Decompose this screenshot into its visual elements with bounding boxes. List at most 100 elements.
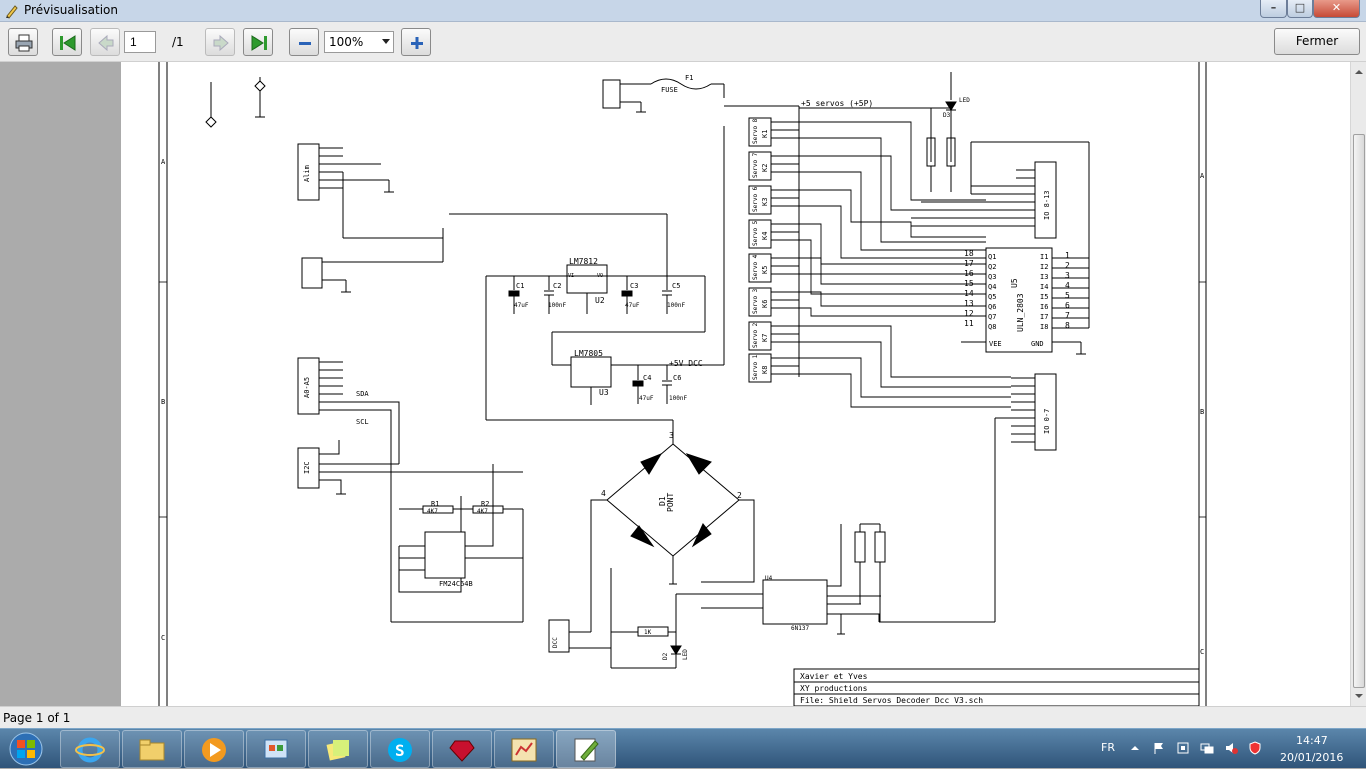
uln-q8: Q8 bbox=[988, 323, 996, 331]
c6-label: C6 bbox=[673, 374, 681, 382]
scrollbar-thumb[interactable] bbox=[1353, 134, 1365, 688]
taskbar-ruby-app[interactable] bbox=[432, 730, 492, 768]
zoom-in-button[interactable] bbox=[401, 28, 431, 56]
optocoupler-6n137: U4 6N137 bbox=[676, 523, 886, 635]
a0-a5-label: A0-A5 bbox=[303, 377, 311, 398]
optocoupler-label: 6N137 bbox=[791, 625, 809, 632]
scroll-up-icon[interactable] bbox=[1353, 66, 1365, 78]
print-button[interactable] bbox=[8, 28, 38, 56]
regulator-lm7805: LM7805 U3 +5V DCC C4 C6 47uF 100nF bbox=[552, 349, 711, 405]
taskbar-sticky-notes[interactable] bbox=[308, 730, 368, 768]
taskbar-skype[interactable]: S bbox=[370, 730, 430, 768]
language-indicator[interactable]: FR bbox=[1101, 741, 1115, 754]
title-block: Xavier et Yves XY productions File: Shie… bbox=[793, 668, 1200, 706]
taskbar-schematic-viewer[interactable] bbox=[494, 730, 554, 768]
c5-label: C5 bbox=[672, 282, 680, 290]
i2c-label: I2C bbox=[303, 461, 311, 474]
uln-out-2: 2 bbox=[1065, 261, 1070, 270]
maximize-button[interactable]: □ bbox=[1287, 0, 1313, 18]
k7-label: K7 bbox=[761, 334, 769, 342]
led-d3-label: LED bbox=[959, 97, 970, 104]
uln-pin-13: 13 bbox=[964, 299, 974, 308]
uln-pin-14: 14 bbox=[964, 289, 974, 298]
zoom-select[interactable]: 100% bbox=[324, 31, 394, 53]
connector-io-8-13: IO 8-13 bbox=[911, 142, 1057, 239]
window-titlebar: Prévisualisation – □ ✕ bbox=[0, 0, 1366, 22]
network-icon[interactable] bbox=[1200, 741, 1214, 755]
printer-icon bbox=[15, 34, 33, 52]
led-d2-label: LED bbox=[682, 649, 689, 660]
last-page-button[interactable] bbox=[243, 28, 273, 56]
uln-gnd-label: GND bbox=[1031, 340, 1044, 348]
d1-label: D1 bbox=[658, 496, 667, 506]
previous-page-button[interactable] bbox=[90, 28, 120, 56]
clock-time[interactable]: 14:47 bbox=[1296, 734, 1328, 747]
taskbar-control-panel[interactable] bbox=[246, 730, 306, 768]
action-center-flag-icon[interactable] bbox=[1152, 741, 1166, 755]
next-page-button[interactable] bbox=[205, 28, 235, 56]
eeprom-fm24c64b: R1 R2 4K7 4K7 FM24C64B bbox=[398, 464, 524, 622]
zoom-out-button[interactable] bbox=[289, 28, 319, 56]
r2-value: 4K7 bbox=[477, 508, 488, 515]
security-icon[interactable] bbox=[1248, 741, 1262, 755]
uln-i8: I8 bbox=[1040, 323, 1048, 331]
fuse-label: FUSE bbox=[661, 86, 678, 94]
k6-label: K6 bbox=[761, 300, 769, 308]
k2-label: K2 bbox=[761, 164, 769, 172]
servo-8-label: Servo 8 bbox=[752, 118, 759, 144]
sda-label: SDA bbox=[356, 390, 369, 398]
window-close-button[interactable]: ✕ bbox=[1313, 0, 1360, 18]
title-authors: Xavier et Yves bbox=[800, 672, 868, 681]
uln-i2: I2 bbox=[1040, 263, 1048, 271]
uln-out-6: 6 bbox=[1065, 301, 1070, 310]
c5-value: 100nF bbox=[667, 302, 685, 309]
uln-out-3: 3 bbox=[1065, 271, 1070, 280]
c3-value: 47uF bbox=[625, 302, 640, 309]
start-button[interactable] bbox=[4, 731, 48, 767]
fuse-f1: F1 FUSE bbox=[602, 74, 725, 366]
chevron-down-icon bbox=[382, 39, 390, 44]
uln-pin-15: 15 bbox=[964, 279, 974, 288]
taskbar-media-player[interactable] bbox=[184, 730, 244, 768]
device-icon[interactable] bbox=[1176, 741, 1190, 755]
volume-muted-icon[interactable] bbox=[1224, 741, 1238, 755]
bridge-pin-4: 4 bbox=[601, 489, 606, 498]
uln2803-label: ULN_2803 bbox=[1016, 293, 1025, 332]
u2-label: U2 bbox=[595, 296, 605, 305]
uln-out-4: 4 bbox=[1065, 281, 1070, 290]
schematic-viewer-icon bbox=[511, 738, 537, 762]
close-icon: ✕ bbox=[1331, 1, 1342, 14]
fermer-button[interactable]: Fermer bbox=[1274, 28, 1360, 55]
uln-out-5: 5 bbox=[1065, 291, 1070, 300]
taskbar-preview-app[interactable] bbox=[556, 730, 616, 768]
preview-viewport[interactable]: A B C A B C Xavier et Yves XY production… bbox=[0, 62, 1366, 706]
page-total: /1 bbox=[172, 35, 184, 49]
servo-3-label: Servo 3 bbox=[752, 288, 759, 314]
servo-4-label: Servo 4 bbox=[752, 254, 759, 280]
power-flags bbox=[205, 77, 266, 128]
toolbar: /1 100% Fermer bbox=[0, 22, 1366, 62]
dcc-label: DCC bbox=[552, 637, 559, 648]
first-page-button[interactable] bbox=[52, 28, 82, 56]
uln-q4: Q4 bbox=[988, 283, 996, 291]
arrow-right-icon bbox=[213, 34, 229, 52]
show-hidden-icons-icon[interactable] bbox=[1128, 741, 1142, 755]
uln-out-7: 7 bbox=[1065, 311, 1070, 320]
taskbar-file-explorer[interactable] bbox=[122, 730, 182, 768]
k5-label: K5 bbox=[761, 266, 769, 274]
c4-label: C4 bbox=[643, 374, 651, 382]
k8-label: K8 bbox=[761, 366, 769, 374]
alim-label: Alim bbox=[303, 165, 311, 182]
uln-q5: Q5 bbox=[988, 293, 996, 301]
row-label-c-right: C bbox=[1200, 648, 1204, 656]
scroll-down-icon[interactable] bbox=[1353, 690, 1365, 702]
minimize-button[interactable]: – bbox=[1260, 0, 1287, 18]
page-number-input[interactable] bbox=[124, 31, 156, 53]
uln-i1: I1 bbox=[1040, 253, 1048, 261]
c4-value: 47uF bbox=[639, 395, 654, 402]
taskbar-internet-explorer[interactable] bbox=[60, 730, 120, 768]
zoom-value: 100% bbox=[329, 35, 364, 49]
clock-date[interactable]: 20/01/2016 bbox=[1280, 751, 1344, 764]
servo-2-label: Servo 2 bbox=[752, 322, 759, 348]
vertical-scrollbar[interactable] bbox=[1350, 62, 1366, 706]
